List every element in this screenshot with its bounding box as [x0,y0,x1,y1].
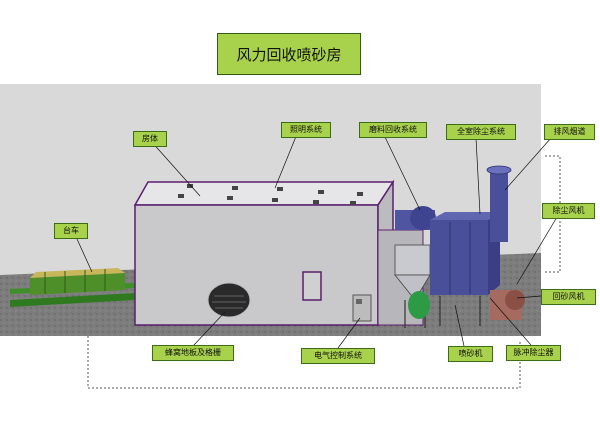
label-abrasive-recovery-system: 磨料回收系统 [359,122,427,138]
diagram-title: 风力回收喷砂房 [217,33,361,75]
label-blasting-machine: 喷砂机 [448,346,493,362]
electric-cabinet [352,294,372,322]
label-electric-control-system: 电气控制系统 [301,348,375,364]
label-honeycomb-floor-grille: 蜂窝地板及格栅 [152,345,234,361]
abrasive-recovery-unit [394,206,436,328]
label-trolley: 台车 [54,223,88,239]
exhaust-flue [486,165,512,242]
fan-unit [490,290,525,320]
label-exhaust-flue: 排风烟道 [544,124,595,140]
leader-lines [76,133,558,349]
boundary-dotted-line [87,336,521,389]
label-dust-removal-system: 全室除尘系统 [446,124,516,140]
rail-track [10,293,135,307]
blasting-machine [408,291,430,319]
trolley [30,268,125,295]
label-lighting-system: 照明系统 [281,122,331,138]
label-pulse-dust-collector: 脉冲除尘器 [506,345,561,361]
label-dust-fan: 除尘风机 [542,203,595,219]
label-sand-return-fan: 回砂风机 [541,289,596,305]
label-room-body: 房体 [133,131,167,147]
